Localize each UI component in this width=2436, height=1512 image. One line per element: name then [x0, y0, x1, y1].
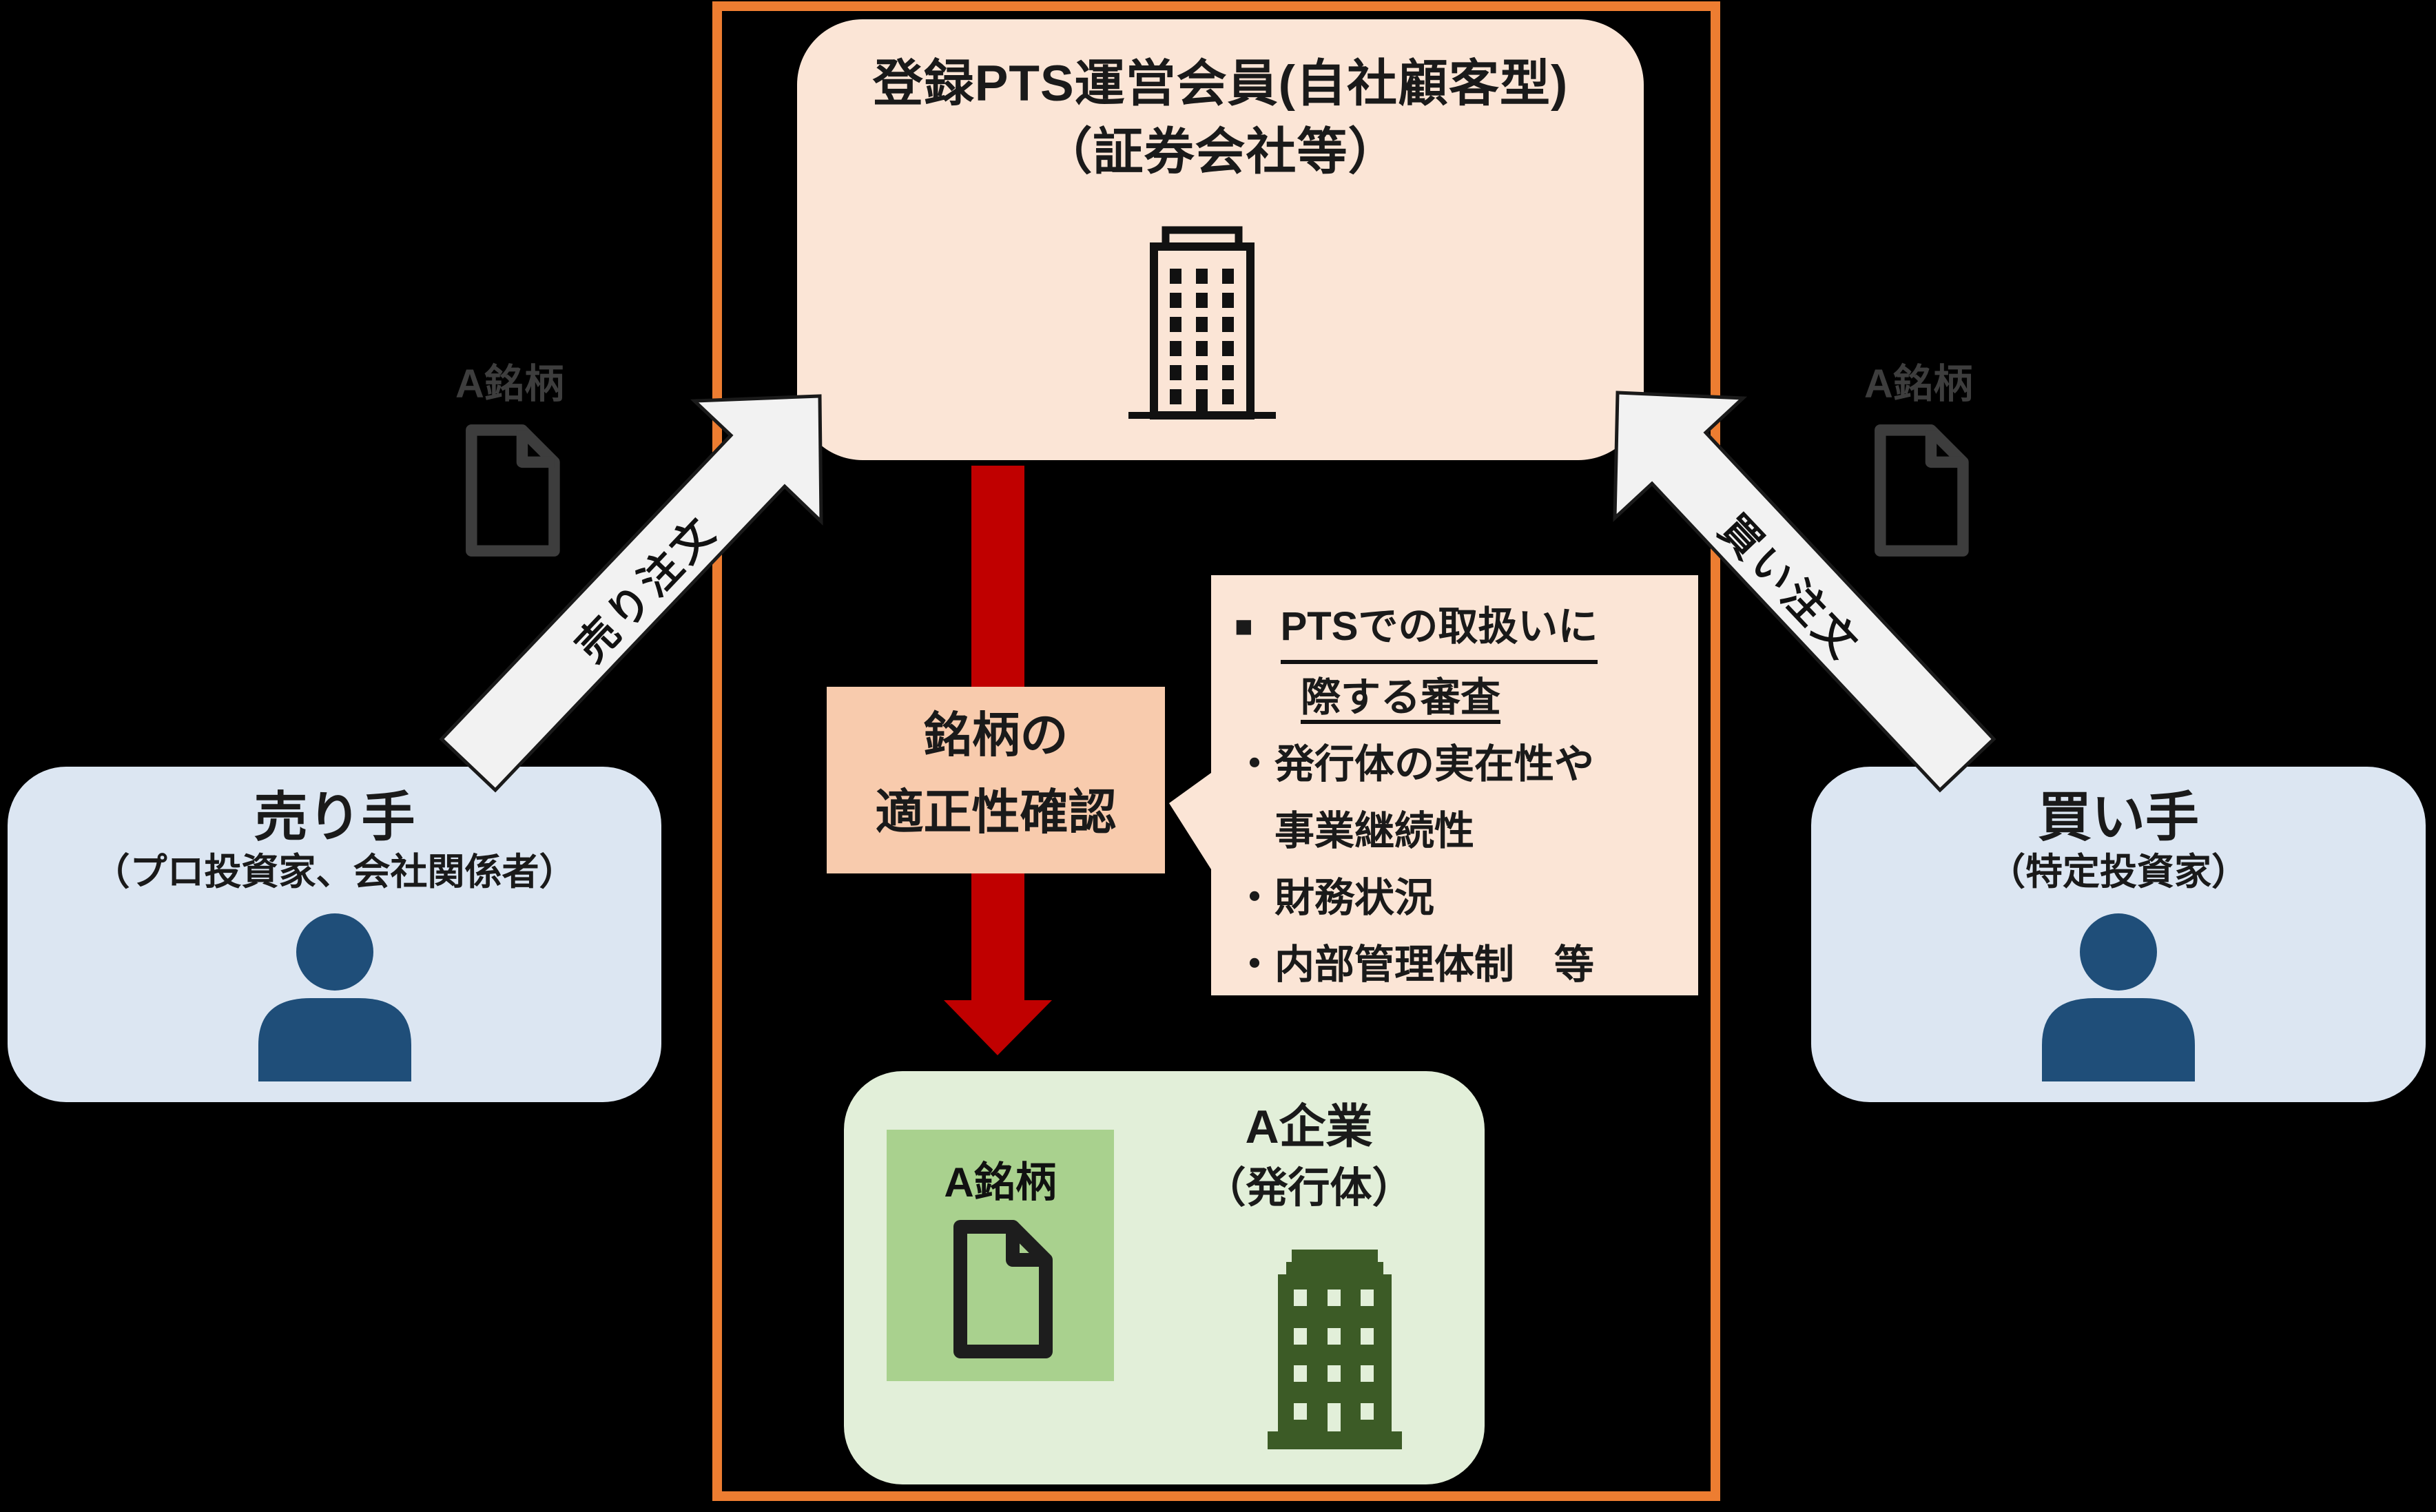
callout-item: ・財務状況 — [1235, 876, 1435, 920]
buy-security-label: A銘柄 — [1864, 362, 1973, 406]
office-building-outline-icon — [1128, 226, 1276, 420]
pts-operator-title-line2: （証券会社等） — [1042, 124, 1399, 180]
square-bullet-icon: ■ — [1235, 610, 1253, 643]
pts-operator-box: 登録PTS運営会員(自社顧客型) （証券会社等） — [797, 19, 1644, 460]
document-icon — [465, 424, 560, 557]
callout-item: ・発行体の実在性や — [1235, 742, 1595, 787]
sell-security-document: A銘柄 — [441, 351, 579, 559]
callout-item: 事業継続性 — [1235, 809, 1475, 853]
callout-item: ・内部管理体制 等 — [1235, 942, 1595, 987]
issuer-name-line1: A企業 — [1245, 1101, 1373, 1153]
seller-box: 売り手 （プロ投資家、会社関係者） — [8, 767, 661, 1102]
callout-heading-line2: 際する審査 — [1301, 675, 1501, 724]
suitability-check-label: 銘柄の 適正性確認 — [827, 687, 1165, 873]
document-icon — [953, 1220, 1053, 1358]
buy-security-document: A銘柄 — [1850, 351, 1988, 559]
buyer-title: 買い手 — [2037, 787, 2199, 847]
suitability-check-line2: 適正性確認 — [875, 785, 1117, 839]
issuer-name-line2: （発行体） — [1204, 1163, 1414, 1211]
document-icon — [1874, 424, 1969, 557]
seller-subtitle: （プロ投資家、会社関係者） — [92, 851, 577, 893]
screening-callout: ■ PTSでの取扱いに 際する審査 ・発行体の実在性や 事業継続性 ・財務状況 … — [1211, 575, 1698, 995]
security-label: A銘柄 — [944, 1159, 1057, 1205]
person-icon — [2042, 913, 2195, 1081]
buyer-subtitle: （特定投資家） — [1988, 851, 2249, 893]
issuer-name: A企業 （発行体） — [1147, 1096, 1471, 1216]
callout-heading-row: ■ PTSでの取扱いに — [1235, 593, 1678, 664]
seller-title: 売り手 — [254, 787, 415, 847]
pts-operator-title-line1: 登録PTS運営会員(自社顧客型) — [872, 56, 1569, 112]
sell-security-label: A銘柄 — [455, 362, 564, 406]
issuer-box: A銘柄 A企業 （発行体） — [844, 1071, 1485, 1484]
buyer-box: 買い手 （特定投資家） — [1811, 767, 2426, 1102]
suitability-check-line1: 銘柄の — [923, 708, 1069, 762]
person-icon — [258, 913, 411, 1081]
callout-heading-line1: PTSでの取扱いに — [1280, 593, 1598, 664]
pts-operator-title: 登録PTS運営会員(自社顧客型) （証券会社等） — [797, 19, 1644, 187]
security-tile: A銘柄 — [887, 1130, 1114, 1381]
callout-heading-line2-wrap: 際する審査 — [1235, 664, 1678, 731]
office-building-filled-icon — [1268, 1250, 1402, 1449]
